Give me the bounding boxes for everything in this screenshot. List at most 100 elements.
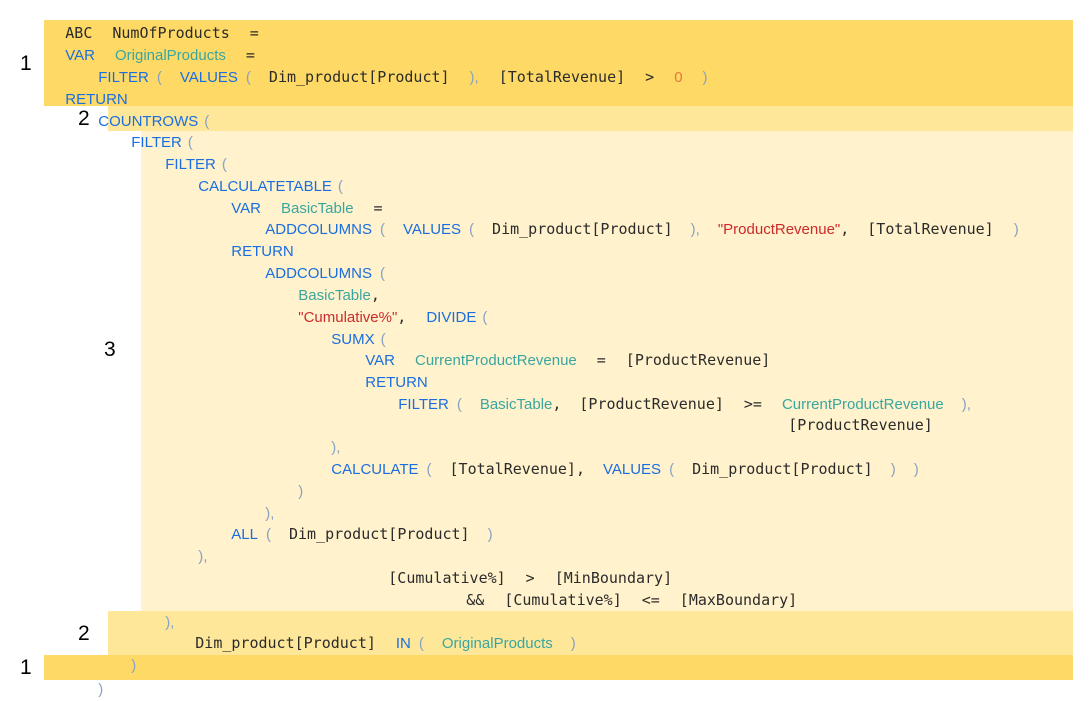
close-paren-comma: ), <box>469 69 479 86</box>
keyword-filter: FILTER <box>165 156 216 173</box>
comma: , <box>575 460 585 478</box>
close-paren: ) <box>702 69 708 86</box>
open-paren: ( <box>337 178 343 195</box>
keyword-var: VAR <box>231 200 261 217</box>
open-paren: ( <box>418 635 424 652</box>
code-line-close-addcolumns: ), <box>246 480 274 522</box>
code-line-product-revenue-arg: [ProductRevenue] <box>769 392 933 434</box>
code-line-close-countrows: ) <box>79 656 103 698</box>
keyword-all: ALL <box>231 526 258 543</box>
open-paren: ( <box>469 221 475 238</box>
code-line-addcolumns-1: ADDCOLUMNS(VALUES(Dim_product[Product]),… <box>246 196 1018 238</box>
level-2-label-bottom: 2 <box>78 622 90 645</box>
code-line-var-current: VAR CurrentProductRevenue = [ProductRevenue… <box>346 327 770 369</box>
code-line-filter-values: FILTER(VALUES(Dim_product[Product]),[Tot… <box>79 44 707 86</box>
code-line-sumx: SUMX ( <box>312 306 385 348</box>
code-line-close-filter-outer: ) <box>112 632 136 674</box>
comma: , <box>397 308 407 326</box>
variable-original-products: OriginalProducts <box>115 47 226 64</box>
code-line-close-calculatetable: ), <box>179 523 207 565</box>
open-paren: ( <box>380 331 386 348</box>
measure-cumulative: [Cumulative%] <box>504 591 622 609</box>
code-line-close-filter-inner: ), <box>146 589 174 631</box>
keyword-values: VALUES <box>179 69 238 86</box>
open-paren: ( <box>265 526 271 543</box>
operator-and: && <box>466 591 485 609</box>
code-line-basictable-arg: BasicTable, <box>279 262 380 304</box>
open-paren: ( <box>456 396 462 413</box>
keyword-in: IN <box>395 635 411 652</box>
close-paren-comma: ), <box>331 439 341 456</box>
open-paren: ( <box>156 69 162 86</box>
keyword-addcolumns: ADDCOLUMNS <box>265 265 372 282</box>
level-1-label-bottom: 1 <box>20 656 32 679</box>
level-2-band-bottom <box>108 611 1073 655</box>
close-paren: ) <box>131 657 137 674</box>
equals-sign: = <box>245 46 255 64</box>
code-line-calculate: CALCULATE([TotalRevenue],VALUES(Dim_prod… <box>312 436 918 478</box>
level-1-label-top: 1 <box>20 52 32 75</box>
comma: , <box>840 220 850 238</box>
open-paren: ( <box>379 265 385 282</box>
measure-min-boundary: [MinBoundary] <box>554 569 673 587</box>
level-3-band <box>141 131 1073 611</box>
keyword-addcolumns: ADDCOLUMNS <box>265 221 372 238</box>
measure-total-revenue: [TotalRevenue] <box>498 68 626 86</box>
close-paren-comma: ), <box>690 221 700 238</box>
code-line-return-2: RETURN <box>212 218 294 260</box>
open-paren: ( <box>245 69 251 86</box>
keyword-filter: FILTER <box>98 69 149 86</box>
comma: , <box>552 395 562 413</box>
variable-current-product-revenue: CurrentProductRevenue <box>415 352 577 369</box>
string-product-revenue: "ProductRevenue" <box>717 221 841 238</box>
open-paren: ( <box>221 156 227 173</box>
equals-sign: = <box>596 351 606 369</box>
code-line-var-basictable: VAR BasicTable = <box>212 175 382 217</box>
close-paren: ) <box>890 461 896 478</box>
keyword-sumx: SUMX <box>331 331 375 348</box>
keyword-var: VAR <box>365 352 395 369</box>
keyword-countrows: COUNTROWS <box>98 113 199 130</box>
code-line-return-3: RETURN <box>346 349 428 391</box>
measure-name: NumOfProducts <box>112 24 230 42</box>
level-1-band-bottom <box>44 655 1073 680</box>
open-paren: ( <box>204 113 210 130</box>
equals-sign: = <box>373 199 383 217</box>
column-product: Dim_product[Product] <box>288 525 470 543</box>
code-line-filter-inner: FILTER ( <box>146 131 227 173</box>
close-paren-comma: ), <box>165 614 175 631</box>
measure-product-revenue: [ProductRevenue] <box>625 351 771 369</box>
measure-product-revenue: [ProductRevenue] <box>579 395 724 413</box>
keyword-var: VAR <box>65 47 95 64</box>
keyword-calculate: CALCULATE <box>331 461 419 478</box>
keyword-filter: FILTER <box>398 396 449 413</box>
measure-cumulative: [Cumulative%] <box>388 569 506 587</box>
comma: , <box>370 286 380 304</box>
measure-product-revenue: [ProductRevenue] <box>788 416 933 434</box>
close-paren: ) <box>487 526 493 543</box>
keyword-calculatetable: CALCULATETABLE <box>198 178 332 195</box>
keyword-values: VALUES <box>402 221 462 238</box>
operator-gte: >= <box>743 395 762 413</box>
level-1-band-top <box>44 20 1073 106</box>
measure-total-revenue: [TotalRevenue] <box>449 460 576 478</box>
close-paren-comma: ), <box>265 505 275 522</box>
code-line-var-original: VAR OriginalProducts = <box>46 22 255 64</box>
code-line-max-boundary: &&[Cumulative%]<=[MaxBoundary] <box>447 567 797 609</box>
close-paren: ) <box>298 483 304 500</box>
variable-original-products: OriginalProducts <box>441 635 553 652</box>
keyword-divide: DIVIDE <box>426 309 477 326</box>
keyword-return: RETURN <box>365 374 428 391</box>
close-paren: ) <box>570 635 576 652</box>
keyword-filter: FILTER <box>131 134 182 151</box>
close-paren-comma: ), <box>198 548 208 565</box>
code-line-in-original: Dim_product[Product] IN ( OriginalProducts) <box>176 610 576 652</box>
level-2-label-top: 2 <box>78 107 90 130</box>
open-paren: ( <box>482 309 488 326</box>
variable-basic-table: BasicTable <box>281 200 354 217</box>
code-line-close-sumx: ), <box>312 414 340 456</box>
variable-current-product-revenue: CurrentProductRevenue <box>781 396 944 413</box>
string-cumulative: "Cumulative%" <box>298 309 398 326</box>
column-product: Dim_product[Product] <box>195 634 376 652</box>
